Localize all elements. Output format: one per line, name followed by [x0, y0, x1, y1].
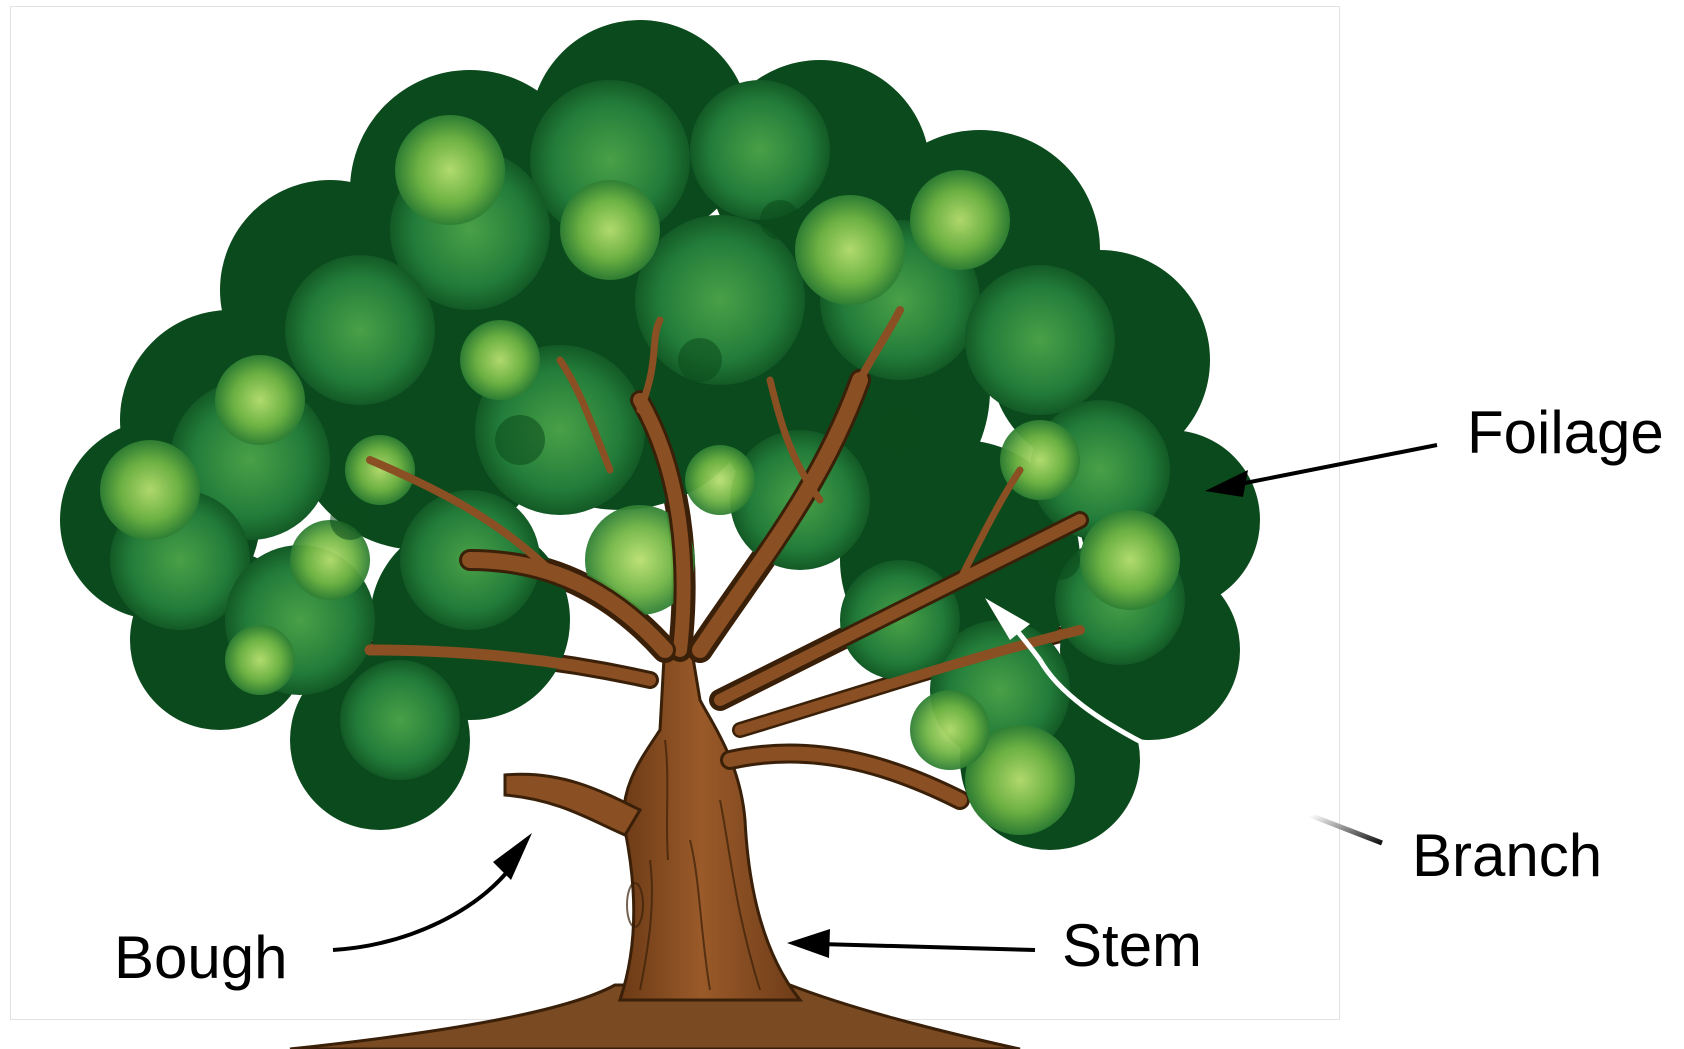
bough-limb — [505, 774, 640, 835]
label-foilage: Foilage — [1467, 403, 1664, 463]
label-bough: Bough — [114, 928, 288, 988]
bough-arrow — [333, 833, 532, 950]
stem-arrow — [787, 929, 1035, 958]
label-branch: Branch — [1412, 826, 1602, 886]
label-stem: Stem — [1062, 916, 1202, 976]
